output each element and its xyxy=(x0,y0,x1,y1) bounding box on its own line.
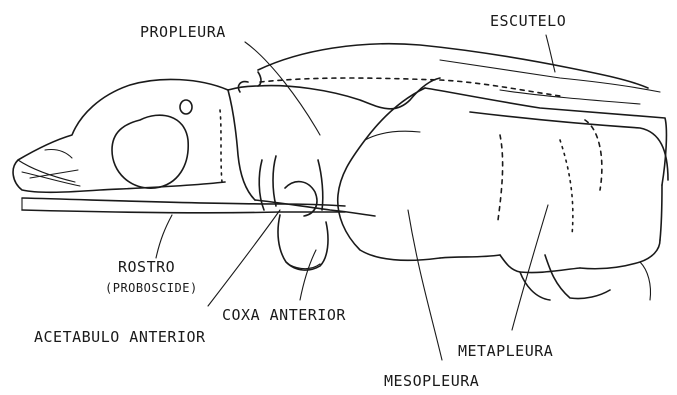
compound-eye xyxy=(112,115,188,188)
label-rostro: ROSTRO xyxy=(118,258,175,276)
label-coxa-anterior: COXA ANTERIOR xyxy=(222,306,346,324)
leader-lines xyxy=(156,35,555,360)
mesopleura-region xyxy=(338,88,503,260)
label-acetabulo-anterior: ACETABULO ANTERIOR xyxy=(34,328,206,346)
metapleura-region xyxy=(500,140,662,300)
label-mesopleura: MESOPLEURA xyxy=(384,372,479,390)
label-proboscide: (PROBOSCIDE) xyxy=(105,281,198,295)
label-metapleura: METAPLEURA xyxy=(458,342,553,360)
notum xyxy=(258,44,660,104)
label-escutelo: ESCUTELO xyxy=(490,12,566,30)
ocellus xyxy=(180,100,192,114)
label-propleura: PROPLEURA xyxy=(140,23,226,41)
coxa-anterior xyxy=(278,215,328,270)
